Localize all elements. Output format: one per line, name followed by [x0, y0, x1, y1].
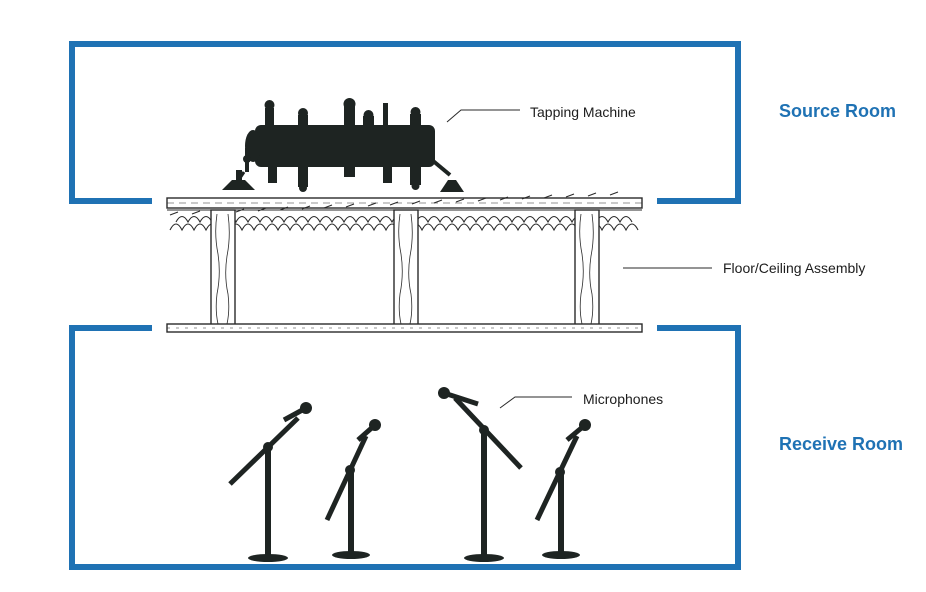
- source-room-outline: [69, 41, 741, 204]
- receive-room-label: Receive Room: [779, 434, 903, 454]
- tapping-machine-label: Tapping Machine: [530, 104, 636, 120]
- microphone-stand-icon: [534, 419, 591, 559]
- joist-right: [574, 209, 600, 327]
- floor-ceiling-label: Floor/Ceiling Assembly: [723, 260, 865, 276]
- receive-room-outline: [69, 325, 741, 570]
- joist-left: [210, 209, 236, 327]
- tapping-machine-icon: [222, 98, 464, 192]
- microphones-leader: [499, 396, 572, 409]
- microphone-stand-4: [534, 419, 591, 559]
- microphone-stand-1: [228, 402, 312, 562]
- floor-ceiling-assembly: [166, 191, 643, 333]
- joist-center: [393, 209, 419, 327]
- microphone-stand-2: [324, 419, 381, 559]
- microphone-stand-icon: [228, 402, 312, 562]
- microphone-stand-3: [438, 387, 523, 562]
- source-room-label: Source Room: [779, 101, 896, 121]
- subfloor-panel: [166, 197, 643, 209]
- tapping-machine-leader: [446, 109, 520, 123]
- ceiling-board: [166, 323, 643, 333]
- microphone-stand-icon: [324, 419, 381, 559]
- microphone-stand-icon: [438, 387, 523, 562]
- microphones-label: Microphones: [583, 391, 663, 407]
